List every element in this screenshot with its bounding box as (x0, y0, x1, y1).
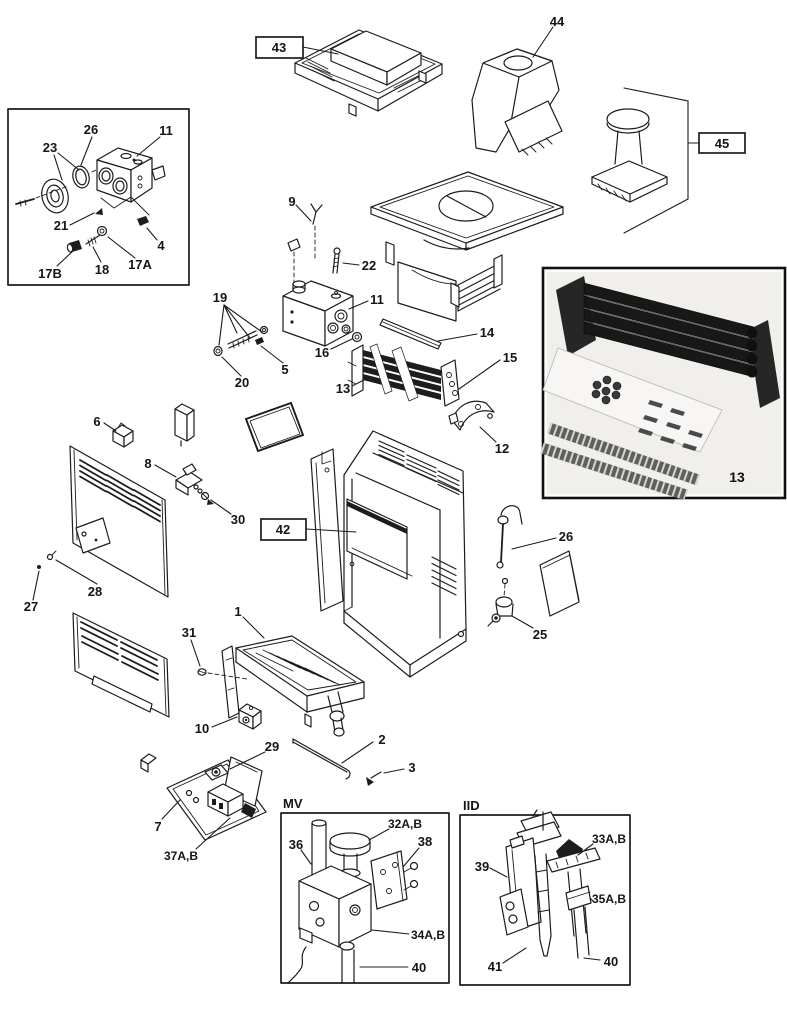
cleaning-rod-drawing (292, 738, 351, 780)
callout-34AB: 34A,B (411, 928, 445, 942)
front-panel-upper-drawing (37, 445, 169, 598)
cabinet-drawing (310, 430, 467, 678)
callout-25: 25 (533, 627, 547, 642)
callout-2: 2 (378, 732, 385, 747)
burner-rail-drawing (379, 318, 442, 350)
heat-exchanger-photo: 13 (540, 266, 787, 501)
mv-inset-title: MV (283, 796, 303, 811)
mv-inset-box: MV 36 32A,B 38 (280, 796, 450, 984)
draft-hood-drawing (370, 171, 564, 322)
callout-39: 39 (475, 859, 489, 874)
callout-32AB: 32A,B (388, 817, 422, 831)
junction-box-drawing (174, 403, 195, 447)
iid-inset-title: IID (463, 798, 480, 813)
callout-30: 30 (231, 512, 245, 527)
callout-17B: 17B (38, 266, 62, 281)
clip-bracket-drawing (175, 463, 203, 496)
callout-16: 16 (315, 345, 329, 360)
small-cover-panel-drawing (539, 550, 580, 617)
callout-35AB: 35A,B (592, 892, 626, 906)
screw-31-drawing (197, 668, 248, 680)
callout-19: 19 (213, 290, 227, 305)
support-bracket-drawing (448, 400, 495, 431)
control-bracket-drawing (140, 753, 267, 841)
callout-1: 1 (234, 604, 241, 619)
callout-44: 44 (550, 14, 565, 29)
callout-45: 45 (715, 136, 729, 151)
iid-inset-box: IID 39 33A,B 35A,B 41 (459, 798, 631, 986)
callout-9: 9 (288, 194, 295, 209)
callout-17A: 17A (128, 257, 152, 272)
callout-4: 4 (157, 238, 165, 253)
front-panel-lower-drawing (72, 612, 170, 718)
callout-42: 42 (276, 522, 290, 537)
callout-box-45: 45 (687, 132, 746, 154)
callout-6: 6 (93, 414, 100, 429)
callout-13-photo: 13 (729, 469, 745, 485)
callout-36: 36 (289, 837, 303, 852)
callout-11-inset: 11 (159, 123, 173, 138)
access-panel-drawing (244, 401, 305, 453)
callout-box-42: 42 (260, 518, 357, 541)
callout-8: 8 (144, 456, 151, 471)
vent-hood-drawing (471, 48, 563, 156)
callout-38: 38 (418, 834, 432, 849)
callout-22: 22 (362, 258, 376, 273)
screw-3-drawing (366, 771, 382, 786)
callout-20: 20 (235, 375, 249, 390)
valve-block-10-drawing (238, 703, 262, 730)
inset-valve-detail-box: 23 26 11 21 4 17B 18 17A (7, 108, 190, 286)
callout-13-main: 13 (336, 381, 350, 396)
callout-26-inset: 26 (84, 122, 98, 137)
pilot-igniter-drawing (487, 577, 514, 627)
callout-27: 27 (24, 599, 38, 614)
burner-assembly-drawing (347, 343, 460, 407)
callout-37AB: 37A,B (164, 849, 198, 863)
callout-43: 43 (272, 40, 286, 55)
callout-10: 10 (195, 721, 209, 736)
top-plate-assembly-drawing (294, 29, 443, 117)
callout-26-main: 26 (559, 529, 573, 544)
callout-15: 15 (503, 350, 517, 365)
callout-40-iid: 40 (604, 954, 618, 969)
callout-18: 18 (95, 262, 109, 277)
callout-31: 31 (182, 625, 196, 640)
screw-30-drawing (200, 491, 214, 505)
callout-7: 7 (154, 819, 161, 834)
callout-14: 14 (480, 325, 495, 340)
callout-5: 5 (281, 362, 288, 377)
callout-23: 23 (43, 140, 57, 155)
callout-28: 28 (88, 584, 102, 599)
callout-11-main: 11 (370, 292, 384, 307)
callout-33AB: 33A,B (592, 832, 626, 846)
callout-21: 21 (54, 218, 68, 233)
callout-41: 41 (488, 959, 502, 974)
flue-adapter-drawing (591, 87, 689, 234)
burner-tray-drawing (221, 635, 365, 737)
callout-3: 3 (408, 760, 415, 775)
callout-40-mv: 40 (412, 960, 426, 975)
callout-29: 29 (265, 739, 279, 754)
callout-box-43: 43 (255, 36, 339, 59)
gas-valve-assembly-drawing (213, 203, 363, 357)
flame-sensor-drawing (496, 505, 523, 569)
callout-12: 12 (495, 441, 509, 456)
switch-bracket-drawing (112, 422, 134, 448)
